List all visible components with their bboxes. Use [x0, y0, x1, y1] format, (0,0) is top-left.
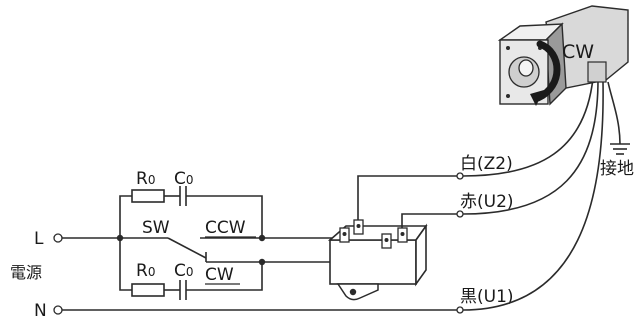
motor-direction-label: CW — [562, 41, 594, 63]
wire-top-rc-right — [186, 195, 263, 238]
motor: CW — [497, 5, 629, 106]
terminal-screw-4 — [400, 232, 405, 236]
resistor-top-label: R0 — [136, 169, 155, 189]
terminal-screw-1 — [342, 232, 347, 236]
resistor-bottom — [131, 283, 165, 297]
power-source-label: 電源 — [10, 263, 42, 282]
resistor-bottom-label: R0 — [136, 261, 155, 281]
resistor-top-subscript: 0 — [148, 173, 156, 187]
switch-ccw-label: CCW — [205, 218, 246, 238]
capacitor-bottom-label: C0 — [174, 261, 194, 281]
wire-bottom-rc-branch — [119, 238, 132, 291]
terminal-block-side — [415, 223, 427, 287]
wire-block-to-red — [401, 213, 458, 228]
terminal-block-mount-tab — [336, 283, 379, 301]
switch-label: SW — [142, 218, 170, 238]
terminal-L — [53, 233, 63, 243]
terminal-block-mount-hole — [349, 288, 357, 296]
terminal-black — [456, 306, 464, 314]
wire-bottom-rc-right — [186, 262, 263, 291]
terminal-screw-3 — [384, 238, 389, 242]
terminal-block-body — [329, 239, 417, 285]
rotation-arrow — [534, 40, 561, 102]
capacitor-top-label: C0 — [174, 169, 194, 189]
wire-top-rc-branch — [119, 195, 132, 238]
ground-label: 接地 — [600, 159, 634, 179]
rotation-arrow-head — [530, 90, 544, 106]
switch-cw-label: CW — [205, 265, 234, 285]
motor-lead-red — [462, 79, 599, 215]
terminal-screw-2 — [356, 224, 361, 228]
wire-block-to-white — [357, 175, 458, 220]
motor-lead-white — [462, 77, 594, 177]
resistor-top — [131, 189, 165, 203]
wire-black-label: 黒(U1) — [460, 287, 514, 307]
switch-blade — [167, 237, 207, 259]
line-L-label: L — [34, 229, 44, 249]
motor-flange-bolt-3 — [506, 94, 510, 98]
capacitor-top-subscript: 0 — [186, 173, 194, 187]
line-N-label: N — [34, 301, 47, 320]
capacitor-bottom-subscript: 0 — [186, 265, 194, 279]
motor-flange-bolt-1 — [506, 46, 510, 50]
resistor-bottom-subscript: 0 — [148, 265, 156, 279]
motor-lead-black — [462, 81, 604, 311]
terminal-N — [53, 305, 63, 315]
wire-white-label: 白(Z2) — [460, 154, 513, 174]
motor-lead-exit — [587, 61, 607, 83]
terminal-block — [327, 219, 428, 301]
motor-shaft — [518, 59, 534, 77]
wire-red-label: 赤(U2) — [460, 192, 514, 212]
ground-lead — [607, 81, 621, 145]
